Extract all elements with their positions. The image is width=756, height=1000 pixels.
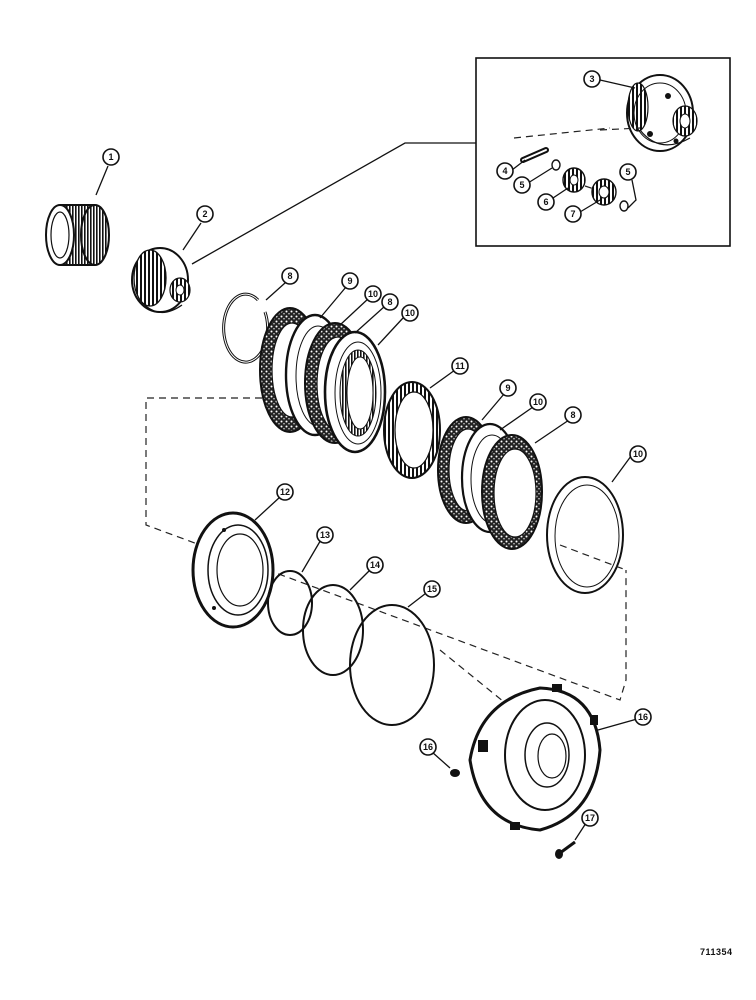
ring-gear-drum-part-1 [45, 204, 110, 266]
callout-10d: 10 [629, 445, 647, 463]
piston-part-12 [191, 511, 275, 629]
callout-13: 13 [316, 526, 334, 544]
callout-9b: 9 [499, 379, 517, 397]
callout-label: 11 [455, 361, 465, 371]
seal-ring-part-15 [349, 604, 435, 726]
callout-label: 6 [543, 197, 548, 207]
callout-7: 7 [564, 205, 582, 223]
callout-label: 16 [638, 712, 648, 722]
callout-label: 9 [505, 383, 510, 393]
thrust-washer-part-5 [551, 159, 629, 212]
clutch-plate-part-10-separate [546, 476, 624, 594]
callout-9a: 9 [341, 272, 359, 290]
callout-label: 15 [427, 584, 437, 594]
callout-10b: 10 [401, 304, 419, 322]
callout-10c: 10 [529, 393, 547, 411]
callout-label: 1 [108, 152, 113, 162]
callout-label: 8 [387, 297, 392, 307]
planet-pin-part-4 [520, 147, 549, 163]
clutch-housing-part-16 [468, 684, 602, 832]
callout-3: 3 [583, 70, 601, 88]
callout-1: 1 [102, 148, 120, 166]
callout-label: 17 [585, 813, 595, 823]
callout-label: 10 [633, 449, 643, 459]
figure-number: 711354 [700, 947, 733, 957]
clutch-plate-part-10-upper-b [323, 330, 387, 454]
inset-detail-box [191, 57, 731, 265]
callout-label: 12 [280, 487, 290, 497]
needle-bearing-part-7 [591, 178, 617, 206]
callout-8a: 8 [281, 267, 299, 285]
bolt-part-17 [555, 840, 576, 859]
callout-11: 11 [451, 357, 469, 375]
callout-5b: 5 [619, 163, 637, 181]
callout-label: 8 [570, 410, 575, 420]
planet-carrier-part-3 [626, 74, 698, 152]
callout-4: 4 [496, 162, 514, 180]
callout-10a: 10 [364, 285, 382, 303]
callout-label: 4 [502, 166, 507, 176]
callout-label: 7 [570, 209, 575, 219]
callout-label: 10 [533, 397, 543, 407]
callout-8b: 8 [381, 293, 399, 311]
planet-pinion-part-6 [562, 167, 586, 193]
callout-label: 13 [320, 530, 330, 540]
clutch-hub-part-11 [383, 381, 441, 479]
clutch-disc-part-8-lower [481, 434, 543, 550]
callout-label: 10 [405, 308, 415, 318]
callout-12: 12 [276, 483, 294, 501]
callout-17: 17 [581, 809, 599, 827]
seal-ring-part-14 [302, 584, 364, 676]
callout-8c: 8 [564, 406, 582, 424]
callout-label: 9 [347, 276, 352, 286]
callout-label: 3 [589, 74, 594, 84]
callout-16a: 16 [634, 708, 652, 726]
callout-label: 5 [625, 167, 630, 177]
callout-2: 2 [196, 205, 214, 223]
seal-ring-part-13 [267, 570, 313, 636]
callout-label: 2 [202, 209, 207, 219]
callout-15: 15 [423, 580, 441, 598]
callout-label: 14 [370, 560, 380, 570]
callout-16b: 16 [419, 738, 437, 756]
planetary-assembly-part-2 [131, 247, 191, 313]
callout-label: 8 [287, 271, 292, 281]
callout-label: 16 [423, 742, 433, 752]
callout-label: 10 [368, 289, 378, 299]
callout-label: 5 [519, 180, 524, 190]
callout-6: 6 [537, 193, 555, 211]
callout-14: 14 [366, 556, 384, 574]
callout-5a: 5 [513, 176, 531, 194]
plug-part-16 [450, 769, 460, 777]
